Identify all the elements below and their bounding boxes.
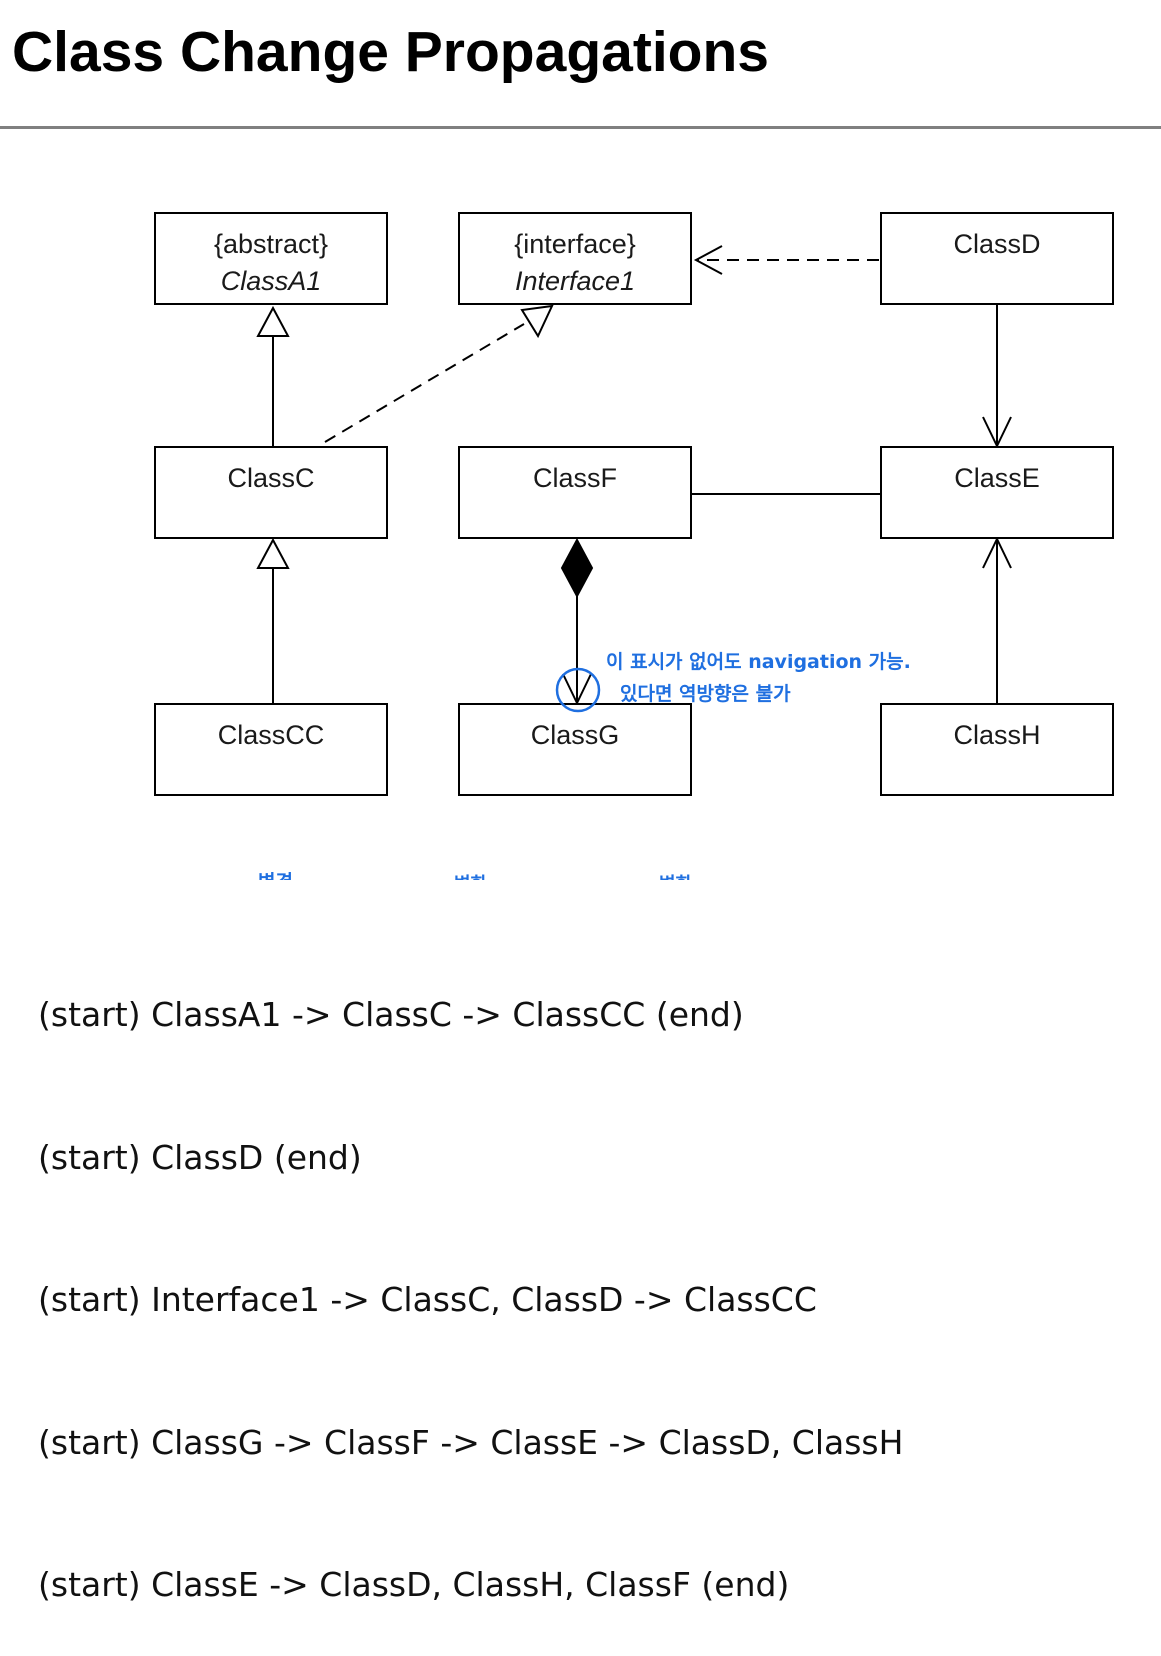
navigation-annotation: 이 표시가 없어도 navigation 가능. 있다면 역방향은 불가 bbox=[555, 651, 911, 713]
path-note-2: 변화 bbox=[454, 874, 488, 880]
title-divider bbox=[0, 126, 1161, 129]
class-box-classe: ClassE bbox=[880, 446, 1114, 539]
annotation-line-2: 있다면 역방향은 불가 bbox=[620, 683, 791, 705]
page-title: Class Change Propagations bbox=[12, 20, 770, 84]
classe-name: ClassE bbox=[954, 463, 1040, 493]
path-note-1: 변경 bbox=[258, 871, 293, 880]
classh-name: ClassH bbox=[953, 720, 1040, 750]
inheritance-classc-to-classa1 bbox=[256, 305, 290, 446]
propagation-line-3: (start) Interface1 -> ClassC, ClassD -> … bbox=[38, 1280, 817, 1319]
propagation-list: (start) ClassA1 -> ClassC -> ClassCC (en… bbox=[38, 896, 903, 1656]
annotation-circle bbox=[555, 667, 601, 713]
classf-name: ClassF bbox=[533, 463, 617, 493]
path-note-3: 변화 bbox=[659, 874, 693, 880]
association-classd-to-classe bbox=[982, 304, 1012, 449]
uml-class-diagram: {abstract} ClassA1 {interface} Interface… bbox=[154, 212, 1114, 880]
class-box-interface1: {interface} Interface1 bbox=[458, 212, 692, 305]
realization-classc-to-interface1 bbox=[324, 304, 554, 443]
class-box-classg: ClassG bbox=[458, 703, 692, 796]
class-box-classa1: {abstract} ClassA1 bbox=[154, 212, 388, 305]
inheritance-classcc-to-classc bbox=[256, 537, 290, 703]
propagation-line-1: (start) ClassA1 -> ClassC -> ClassCC (en… bbox=[38, 995, 744, 1034]
class-box-classf: ClassF bbox=[458, 446, 692, 539]
classg-name: ClassG bbox=[531, 720, 620, 750]
class-box-classd: ClassD bbox=[880, 212, 1114, 305]
classa1-name: ClassA1 bbox=[221, 266, 322, 296]
class-box-classc: ClassC bbox=[154, 446, 388, 539]
classcc-name: ClassCC bbox=[218, 720, 325, 750]
annotation-line-1: 이 표시가 없어도 navigation 가능. bbox=[606, 651, 911, 673]
class-box-classcc: ClassCC bbox=[154, 703, 388, 796]
dependency-classd-to-interface1 bbox=[693, 245, 879, 275]
class-box-classh: ClassH bbox=[880, 703, 1114, 796]
classc-name: ClassC bbox=[227, 463, 314, 493]
interface1-name: Interface1 bbox=[515, 266, 635, 296]
association-classh-to-classe bbox=[982, 536, 1012, 703]
propagation-line-4: (start) ClassG -> ClassF -> ClassE -> Cl… bbox=[38, 1422, 904, 1462]
interface1-stereotype: {interface} bbox=[514, 229, 636, 259]
propagation-line-2: (start) ClassD (end) bbox=[38, 1137, 362, 1177]
classa1-stereotype: {abstract} bbox=[214, 229, 328, 259]
composition-classg-to-classf bbox=[560, 537, 594, 706]
classd-name: ClassD bbox=[953, 229, 1040, 259]
propagation-line-5: (start) ClassE -> ClassD, ClassH, ClassF… bbox=[38, 1565, 790, 1604]
